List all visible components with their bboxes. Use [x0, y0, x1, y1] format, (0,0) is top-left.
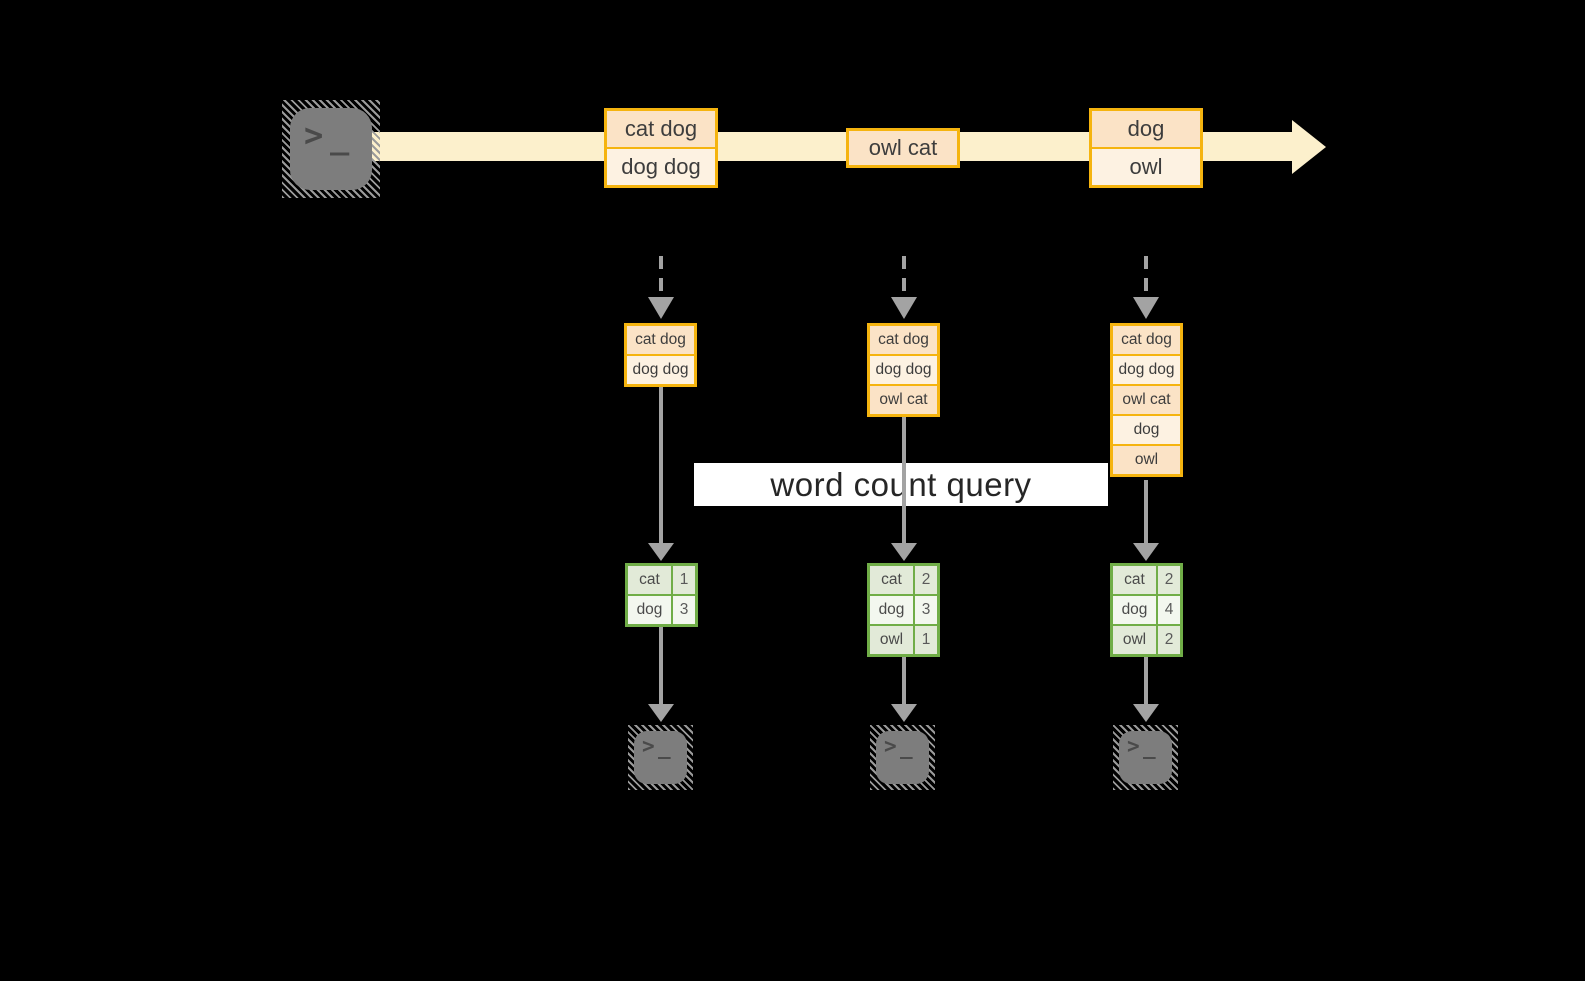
buffer-item-cell: cat dog: [1113, 326, 1180, 354]
prompt-cursor-icon: _: [1143, 735, 1156, 759]
count-row: owl 2: [1113, 626, 1180, 654]
stream-item-cell: owl: [1092, 149, 1200, 185]
prompt-chevron-icon: >: [1127, 734, 1140, 758]
buffer-stack: cat dog dog dog owl cat: [867, 323, 940, 417]
prompt-chevron-icon: >: [304, 116, 324, 154]
terminal-source-icon: > _: [282, 100, 380, 198]
buffer-stack: cat dog dog dog: [624, 323, 697, 387]
stream-arrow-head: [1292, 120, 1326, 174]
count-row: owl 1: [870, 626, 937, 654]
prompt-cursor-icon: _: [330, 118, 350, 156]
buffer-item-cell: owl cat: [1113, 386, 1180, 414]
word-cell: owl: [1113, 626, 1156, 654]
buffer-item-cell: dog dog: [870, 356, 937, 384]
buffer-item-cell: dog dog: [1113, 356, 1180, 384]
stream-batch-box: cat dog dog dog: [604, 108, 718, 188]
count-table: cat 2 dog 4 owl 2: [1110, 563, 1183, 657]
word-cell: dog: [1113, 596, 1156, 624]
count-cell: 1: [673, 566, 695, 594]
prompt-chevron-icon: >: [642, 734, 655, 758]
count-cell: 2: [1158, 626, 1180, 654]
count-cell: 4: [1158, 596, 1180, 624]
stream-item-cell: dog dog: [607, 149, 715, 185]
count-cell: 3: [915, 596, 937, 624]
terminal-screen: > _: [1119, 731, 1172, 784]
count-row: cat 1: [628, 566, 695, 594]
buffer-item-cell: cat dog: [627, 326, 694, 354]
terminal-sink-icon: > _: [1113, 725, 1178, 790]
stream-batch-box: dog owl: [1089, 108, 1203, 188]
stream-item-cell: cat dog: [607, 111, 715, 147]
terminal-screen: > _: [634, 731, 687, 784]
prompt-cursor-icon: _: [658, 735, 671, 759]
count-row: dog 3: [870, 596, 937, 624]
word-cell: dog: [870, 596, 913, 624]
stream-item-cell: owl cat: [849, 131, 957, 165]
terminal-screen: > _: [290, 108, 372, 190]
count-row: dog 4: [1113, 596, 1180, 624]
dashed-down-arrow: [648, 256, 1159, 319]
stream-batch-box: owl cat: [846, 128, 960, 168]
word-count-query-banner: word count query: [694, 463, 1108, 506]
buffer-item-cell: owl cat: [870, 386, 937, 414]
buffer-item-cell: dog: [1113, 416, 1180, 444]
terminal-screen: > _: [876, 731, 929, 784]
count-row: dog 3: [628, 596, 695, 624]
word-cell: cat: [628, 566, 671, 594]
stream-item-cell: dog: [1092, 111, 1200, 147]
buffer-item-cell: owl: [1113, 446, 1180, 474]
prompt-cursor-icon: _: [900, 735, 913, 759]
count-row: cat 2: [1113, 566, 1180, 594]
count-table: cat 1 dog 3: [625, 563, 698, 627]
count-cell: 2: [915, 566, 937, 594]
prompt-chevron-icon: >: [884, 734, 897, 758]
count-cell: 3: [673, 596, 695, 624]
buffer-item-cell: cat dog: [870, 326, 937, 354]
query-down-arrow: [648, 385, 1159, 561]
count-cell: 2: [1158, 566, 1180, 594]
buffer-item-cell: dog dog: [627, 356, 694, 384]
count-cell: 1: [915, 626, 937, 654]
output-down-arrow: [648, 627, 1159, 722]
banner-label: word count query: [770, 465, 1032, 503]
count-row: cat 2: [870, 566, 937, 594]
terminal-sink-icon: > _: [870, 725, 935, 790]
word-cell: owl: [870, 626, 913, 654]
word-cell: cat: [870, 566, 913, 594]
count-table: cat 2 dog 3 owl 1: [867, 563, 940, 657]
terminal-sink-icon: > _: [628, 725, 693, 790]
buffer-stack: cat dog dog dog owl cat dog owl: [1110, 323, 1183, 477]
word-cell: cat: [1113, 566, 1156, 594]
word-cell: dog: [628, 596, 671, 624]
